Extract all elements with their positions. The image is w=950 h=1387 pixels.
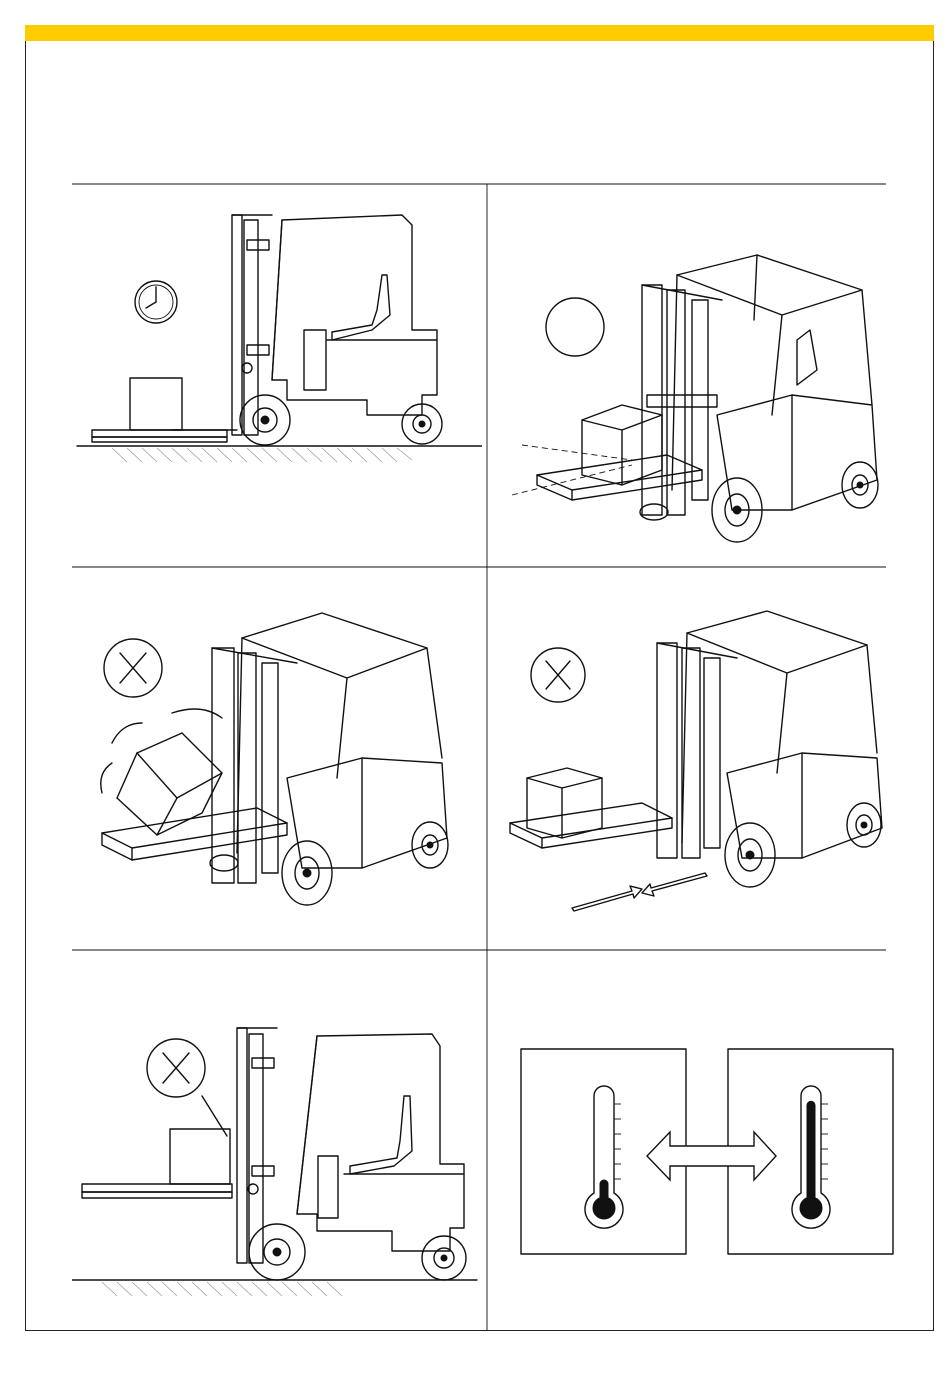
thermometer-icon	[792, 1086, 830, 1228]
panel-6-illustration	[492, 956, 902, 1326]
double-arrow-icon	[647, 1132, 776, 1180]
panel-5-illustration	[72, 956, 482, 1326]
prohibited-x-icon	[104, 639, 162, 697]
panel-2-illustration	[492, 190, 886, 560]
prohibited-x-icon	[531, 648, 585, 702]
clock-icon	[135, 281, 177, 323]
thermometer-icon	[585, 1086, 623, 1228]
prohibited-x-icon	[147, 1039, 205, 1097]
thermometer-level	[600, 1180, 608, 1208]
panel-1-illustration	[72, 190, 482, 560]
panel-4-illustration	[492, 573, 886, 943]
panel-3-illustration	[72, 573, 482, 943]
thermometer-level	[807, 1101, 815, 1208]
blank-circle-icon	[546, 298, 604, 356]
